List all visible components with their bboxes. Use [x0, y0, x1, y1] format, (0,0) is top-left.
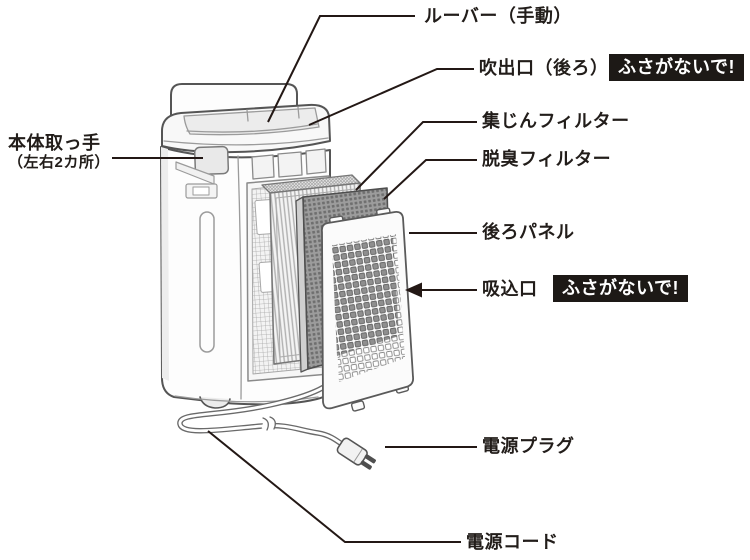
leader-louver [267, 15, 415, 123]
side-groove [199, 211, 215, 353]
power-plug-artwork [336, 437, 376, 470]
inlet-arrow-icon [405, 282, 422, 298]
label-handle-line2: （左右2カ所） [8, 153, 110, 171]
label-dust-filter: 集じんフィルター [482, 111, 630, 131]
outlet-warning-badge: ふさがないで! [609, 54, 744, 81]
label-outlet: 吹出口（後ろ） [479, 58, 609, 78]
back-vents [251, 148, 327, 180]
leader-lines [112, 15, 477, 543]
leader-dust-filter [355, 121, 477, 191]
rear-panel-artwork [320, 207, 415, 412]
louver-artwork [163, 106, 329, 146]
label-power-plug: 電源プラグ [482, 436, 575, 456]
label-deodorizing-filter: 脱臭フィルター [482, 149, 612, 169]
power-cord-artwork [177, 363, 349, 450]
leader-cord [207, 430, 461, 543]
label-inlet: 吸込口 [482, 279, 538, 299]
label-handle-line1: 本体取っ手 [8, 133, 101, 153]
label-louver: ルーバー（手動） [424, 6, 572, 26]
label-rear-panel: 後ろパネル [482, 222, 575, 242]
handle-recess-artwork [175, 145, 230, 199]
leader-deodorizing [383, 159, 477, 200]
label-handle: 本体取っ手 （左右2カ所） [8, 133, 110, 171]
leader-outlet [308, 68, 474, 126]
inlet-warning-badge: ふさがないで! [553, 275, 688, 302]
label-power-cord: 電源コード [466, 532, 559, 552]
